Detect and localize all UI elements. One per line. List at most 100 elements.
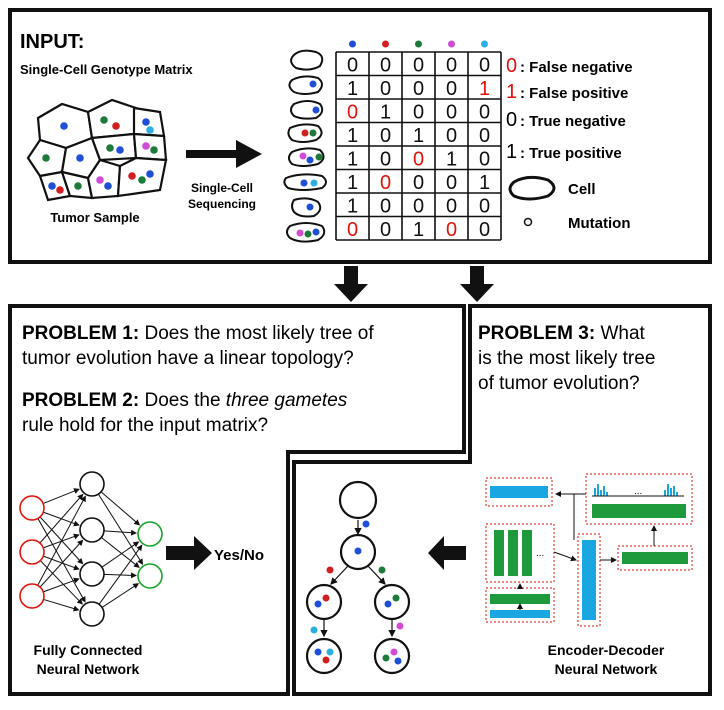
matrix-cell: 0 (446, 55, 457, 77)
input-neuron (19, 539, 45, 565)
cell-column (283, 49, 327, 243)
input-neuron (19, 495, 45, 521)
matrix-cell: 1 (347, 78, 358, 100)
yes-no-label: Yes/No (214, 547, 264, 564)
matrix-cell: 0 (380, 125, 391, 147)
problem-3-panel (292, 304, 712, 696)
problem-2-line1: PROBLEM 2: Does the three gametes (22, 390, 348, 411)
matrix-cell: 1 (446, 149, 457, 171)
fc-edge (43, 555, 80, 571)
legend-true-positive-label: : True positive (520, 145, 622, 162)
tumor-evolution-tree (305, 480, 411, 675)
output-neuron (137, 563, 163, 589)
matrix-cell: 0 (413, 149, 424, 171)
fc-edge (37, 495, 86, 586)
matrix-cell: 0 (479, 125, 490, 147)
column-mutation-dot (415, 40, 422, 48)
matrix-cell: 0 (413, 172, 424, 194)
matrix-cell: 0 (446, 219, 457, 241)
encoder-decoder-schematic: ... ... (485, 473, 693, 627)
matrix-cell: 0 (479, 55, 490, 77)
ed-network-label-line1: Encoder-Decoder (548, 642, 665, 658)
fc-edge (103, 529, 138, 536)
matrix-cell: 0 (413, 196, 424, 218)
matrix-cell: 1 (347, 196, 358, 218)
matrix-cell: 0 (380, 149, 391, 171)
tumor-sample-label: Tumor Sample (50, 210, 139, 225)
fc-edge (42, 488, 80, 505)
matrix-cell: 1 (347, 125, 358, 147)
matrix-cell: 0 (479, 149, 490, 171)
column-mutation-dot (382, 40, 389, 48)
problem-2-line2: rule hold for the input matrix? (22, 415, 268, 436)
matrix-cell: 0 (413, 78, 424, 100)
matrix-cell: 1 (413, 219, 424, 241)
fc-edge (39, 560, 83, 605)
matrix-cell: 0 (347, 219, 358, 241)
matrix-cell: 0 (479, 219, 490, 241)
histogram-ellipsis: ... (634, 486, 642, 497)
sequencing-label-line1: Single-Cell (191, 181, 253, 195)
matrix-cell: 0 (446, 196, 457, 218)
matrix-cell: 0 (446, 102, 457, 124)
matrix-cell: 0 (446, 172, 457, 194)
tumor-mutation-dots (42, 116, 158, 194)
fc-edge (37, 518, 86, 603)
matrix-cell: 0 (446, 78, 457, 100)
matrix-cell: 1 (479, 172, 490, 194)
fc-edge (43, 577, 80, 593)
down-arrow-left (334, 266, 368, 302)
problem-3-line1: PROBLEM 3: What (478, 323, 646, 344)
fc-edge (98, 544, 143, 605)
input-panel (8, 8, 712, 264)
legend-false-negative-symbol: 0 (506, 55, 517, 77)
fc-edge (39, 539, 84, 588)
legend-cell-label: Cell (568, 181, 596, 198)
matrix-cell: 1 (347, 172, 358, 194)
fc-edge (97, 493, 144, 566)
problem-3-line2: is the most likely tree (478, 348, 655, 369)
legend-cell-icon (508, 175, 556, 201)
matrix-cell: 0 (347, 102, 358, 124)
cell-mutation-dots (296, 80, 323, 238)
legend-false-negative-label: : False negative (520, 59, 633, 76)
matrix-cell: 0 (413, 55, 424, 77)
yes-no-arrow (166, 536, 212, 570)
column-mutation-dot (349, 40, 356, 48)
legend-true-positive-symbol: 1 (506, 141, 517, 163)
column-mutation-dot (448, 40, 455, 48)
matrix-cell: 0 (380, 55, 391, 77)
hidden-neuron (79, 471, 105, 497)
sequencing-arrow (186, 140, 262, 168)
fc-network-label-line1: Fully Connected (34, 642, 143, 658)
fc-edge (100, 491, 141, 526)
problem-1-2-panel (8, 304, 466, 696)
matrix-cell: 1 (479, 78, 490, 100)
legend-false-positive-symbol: 1 (506, 81, 517, 103)
fc-network-nodes (19, 471, 163, 627)
matrix-cell: 0 (413, 102, 424, 124)
down-arrow-right (460, 266, 494, 302)
fc-edge (43, 598, 80, 612)
legend-true-negative-label: : True negative (520, 113, 626, 130)
output-neuron (137, 521, 163, 547)
hidden-neuron (79, 517, 105, 543)
fc-edge (101, 541, 140, 568)
matrix-cell: 0 (446, 125, 457, 147)
fc-network-label-line2: Neural Network (37, 661, 140, 677)
matrix-cell: 0 (380, 196, 391, 218)
encoder-ellipsis: ... (536, 548, 544, 559)
legend-mutation-icon (523, 217, 533, 227)
input-subheading: Single-Cell Genotype Matrix (20, 62, 193, 77)
input-neuron (19, 583, 45, 609)
matrix-cell: 0 (479, 102, 490, 124)
matrix-cell: 0 (380, 219, 391, 241)
input-heading: INPUT: (20, 31, 84, 53)
matrix-cell: 0 (479, 196, 490, 218)
problem-3-line3: of tumor evolution? (478, 373, 640, 394)
fc-edge (39, 493, 84, 544)
fc-edge (101, 537, 140, 568)
matrix-cell: 0 (347, 55, 358, 77)
